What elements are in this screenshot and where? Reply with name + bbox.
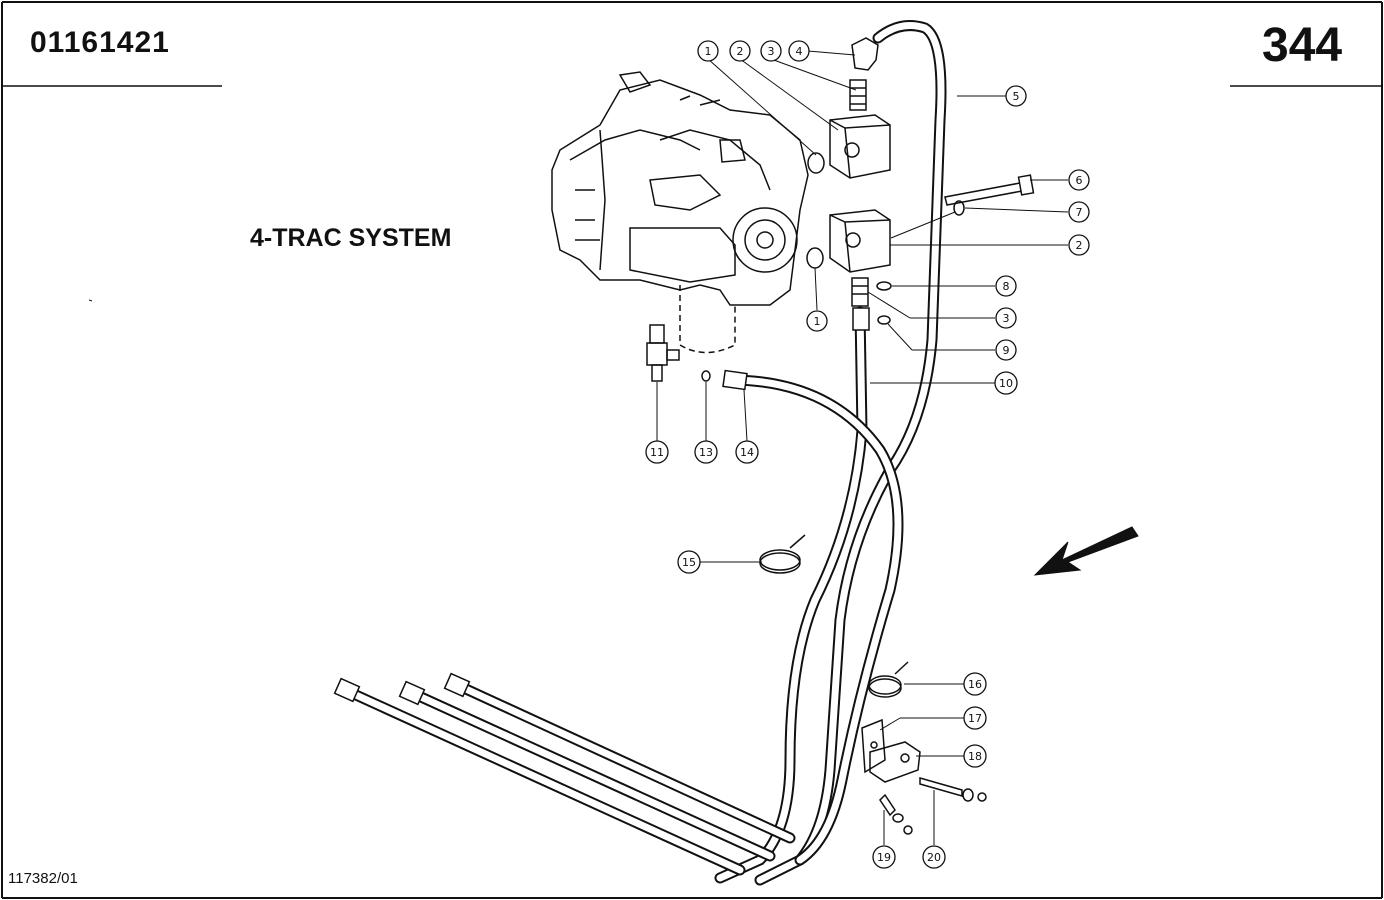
hydraulic-hoses	[339, 20, 947, 886]
svg-text:2: 2	[1076, 239, 1083, 252]
callout-18: 18	[963, 744, 987, 768]
page-number: 344	[1262, 19, 1343, 72]
svg-text:18: 18	[968, 750, 982, 763]
o-ring-8	[876, 281, 892, 291]
svg-text:8: 8	[1003, 280, 1010, 293]
direction-arrow	[1033, 526, 1139, 576]
callout-3a: 3	[760, 40, 782, 62]
callout-16: 16	[963, 672, 987, 696]
svg-text:14: 14	[740, 446, 754, 459]
svg-text:7: 7	[1076, 206, 1083, 219]
callout-7: 7	[1068, 201, 1090, 223]
callout-4: 4	[788, 40, 810, 62]
flange-bolt	[944, 174, 1035, 206]
drawing-reference: 117382/01	[8, 870, 78, 887]
upper-adapter-fitting	[849, 79, 867, 111]
svg-text:4: 4	[796, 45, 803, 58]
callout-1b: 1	[806, 310, 828, 332]
mounting-bracket	[861, 718, 987, 835]
svg-text:3: 3	[1003, 312, 1010, 325]
transmission-housing	[551, 71, 809, 354]
callout-1a: 1	[697, 40, 719, 62]
svg-text:16: 16	[968, 678, 982, 691]
drain-tee-fitting	[646, 324, 680, 382]
document-number: 01161421	[30, 26, 170, 59]
svg-text:19: 19	[877, 851, 891, 864]
washer-7	[953, 200, 965, 216]
callout-15: 15	[677, 550, 701, 574]
hose-clamps	[759, 534, 909, 698]
lower-flange-block	[806, 209, 891, 273]
callout-17: 17	[963, 706, 987, 730]
upper-flange-block	[807, 114, 891, 179]
callout-20: 20	[922, 845, 946, 869]
svg-text:15: 15	[682, 556, 696, 569]
callout-3b: 3	[995, 307, 1017, 329]
callout-5: 5	[1005, 85, 1027, 107]
callout-2b: 2	[1068, 234, 1090, 256]
lower-adapter-fitting	[851, 277, 869, 307]
svg-text:9: 9	[1003, 344, 1010, 357]
o-ring-13	[701, 370, 711, 382]
callout-9: 9	[995, 339, 1017, 361]
hose-end-fittings	[333, 307, 870, 706]
callout-11: 11	[645, 440, 669, 464]
elbow-fitting	[851, 37, 879, 71]
callout-13: 13	[694, 440, 718, 464]
callout-14: 14	[735, 440, 759, 464]
svg-text:5: 5	[1013, 90, 1020, 103]
callout-6: 6	[1068, 169, 1090, 191]
svg-text:6: 6	[1076, 174, 1083, 187]
svg-text:2: 2	[737, 45, 744, 58]
svg-text:3: 3	[768, 45, 775, 58]
system-title: 4-TRAC SYSTEM	[250, 224, 452, 252]
svg-text:1: 1	[705, 45, 712, 58]
svg-text:17: 17	[968, 712, 982, 725]
leader-lines	[656, 50, 1069, 845]
callout-19: 19	[872, 845, 896, 869]
svg-text:1: 1	[814, 315, 821, 328]
svg-text:13: 13	[699, 446, 713, 459]
svg-text:10: 10	[999, 377, 1013, 390]
callout-2a: 2	[729, 40, 751, 62]
svg-text:20: 20	[927, 851, 941, 864]
callout-10: 10	[994, 371, 1018, 395]
callout-8: 8	[995, 275, 1017, 297]
svg-text:11: 11	[650, 446, 664, 459]
o-ring-9	[877, 315, 891, 325]
